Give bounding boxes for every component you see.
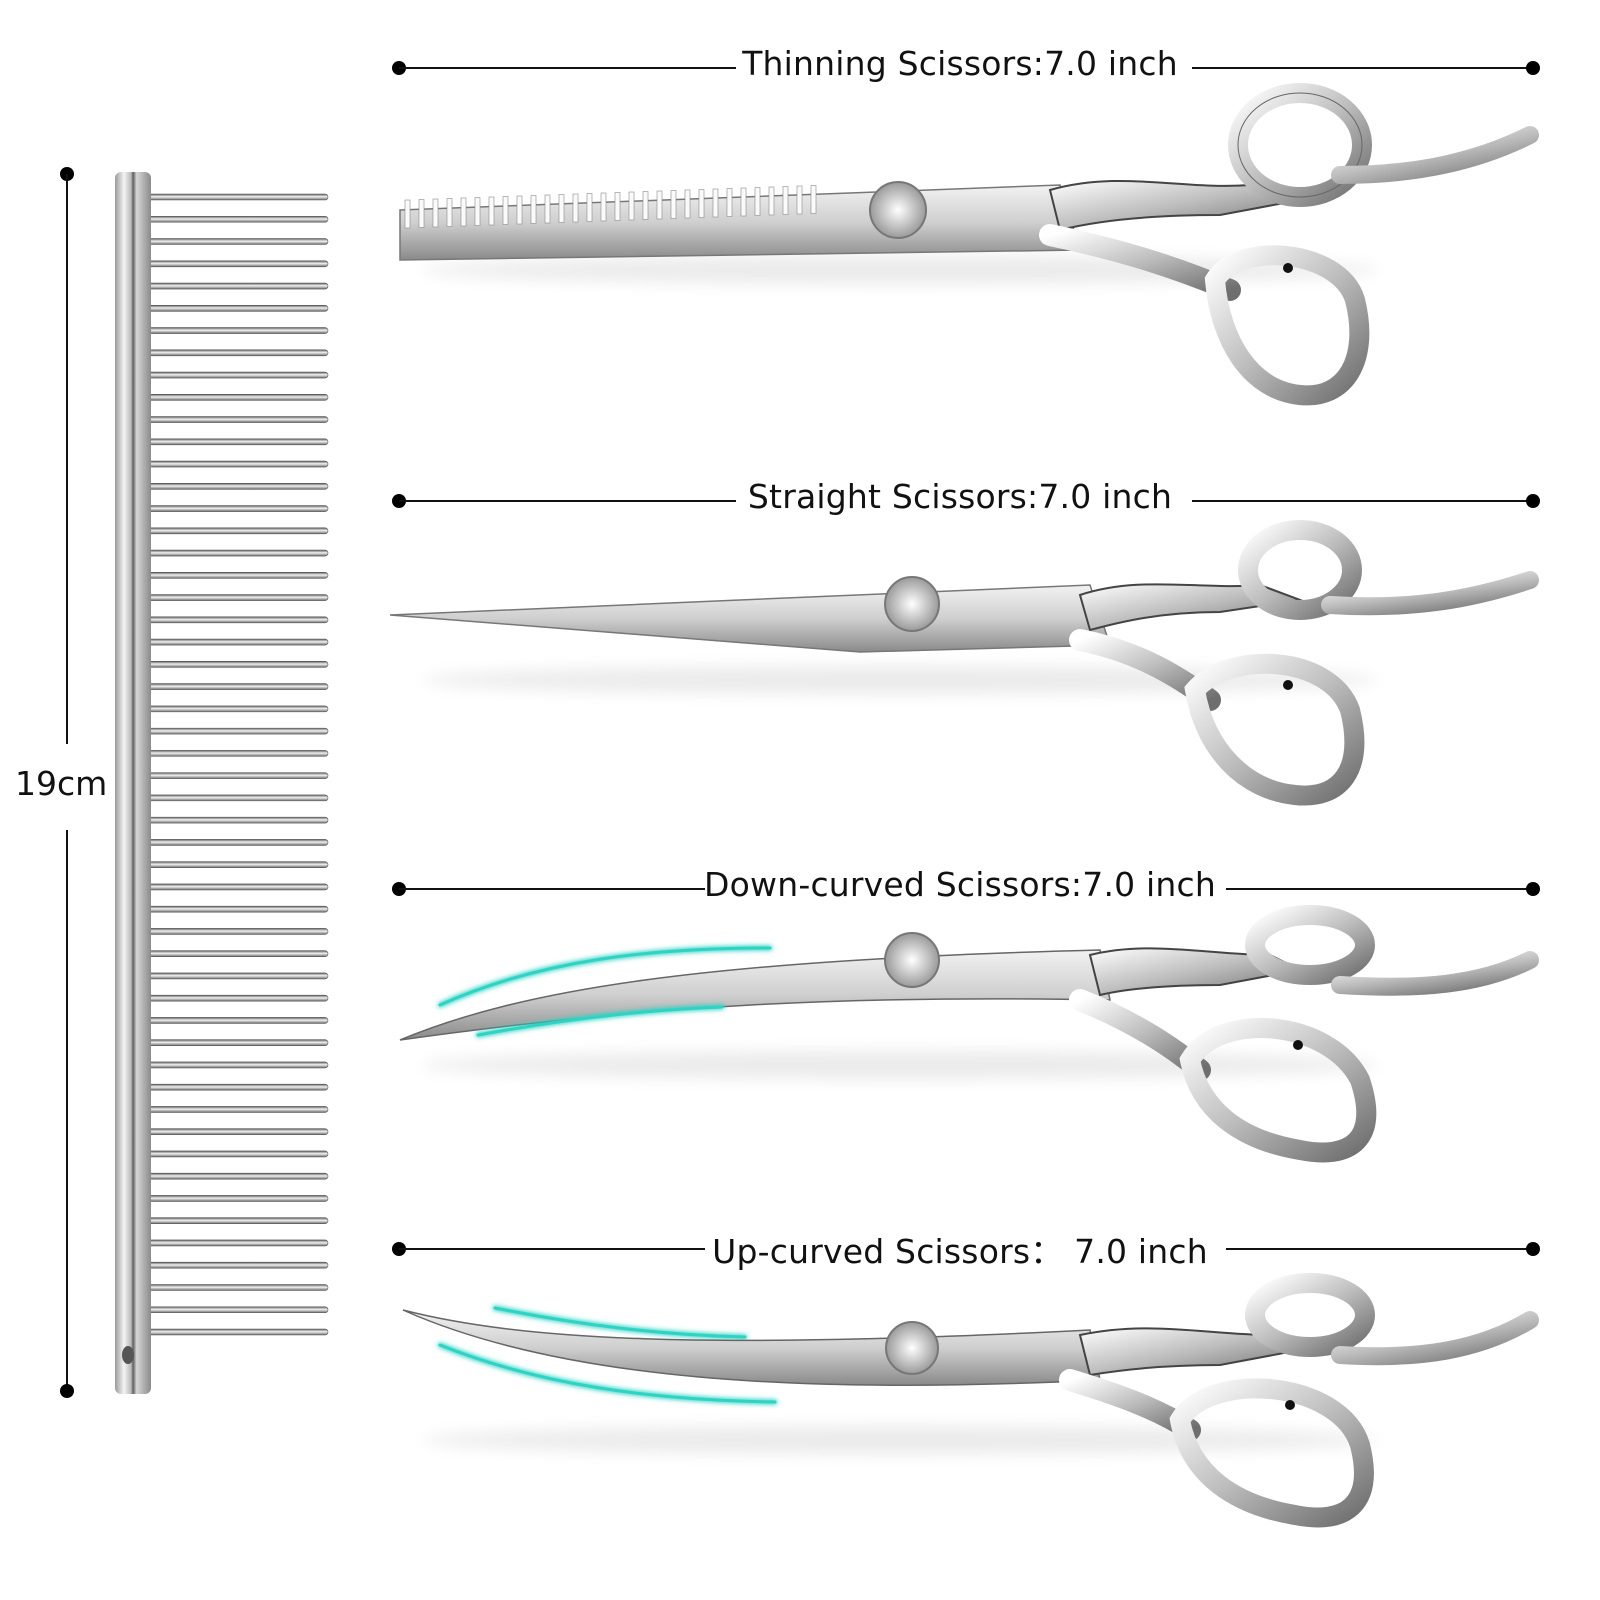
grooming-comb — [110, 172, 340, 1397]
measure-bottom-dot — [60, 1384, 74, 1398]
swoosh-bottom — [476, 1005, 724, 1037]
row3-left-line — [399, 888, 705, 890]
up-curved-scissors — [402, 1273, 1539, 1528]
row1-left-line — [399, 67, 736, 69]
swoosh-top — [493, 1306, 747, 1339]
straight-scissors — [389, 520, 1539, 806]
row3-right-line — [1226, 888, 1534, 890]
down-curved-scissors — [399, 905, 1539, 1163]
row4-right-line — [1226, 1248, 1534, 1250]
swoosh-bottom — [438, 1343, 777, 1404]
measure-line-bottom — [66, 830, 68, 1390]
thinning-scissors-label: Thinning Scissors:7.0 inch — [742, 44, 1178, 83]
up-curved-scissors-label: Up-curved Scissors： 7.0 inch — [712, 1232, 1208, 1271]
comb-graphic — [115, 172, 329, 1394]
thinning-scissors — [399, 83, 1539, 406]
straight-scissors-label: Straight Scissors:7.0 inch — [747, 477, 1173, 516]
row3-right-dot — [1526, 882, 1540, 896]
row1-right-line — [1192, 67, 1534, 69]
row1-right-dot — [1526, 61, 1540, 75]
measure-line-top — [66, 174, 68, 744]
row4-left-line — [399, 1248, 705, 1250]
row4-right-dot — [1526, 1242, 1540, 1256]
row2-left-line — [399, 500, 736, 502]
comb-length-label: 19cm — [15, 764, 108, 803]
down-curved-scissors-label: Down-curved Scissors:7.0 inch — [704, 865, 1216, 904]
row2-right-dot — [1526, 494, 1540, 508]
row2-right-line — [1192, 500, 1534, 502]
